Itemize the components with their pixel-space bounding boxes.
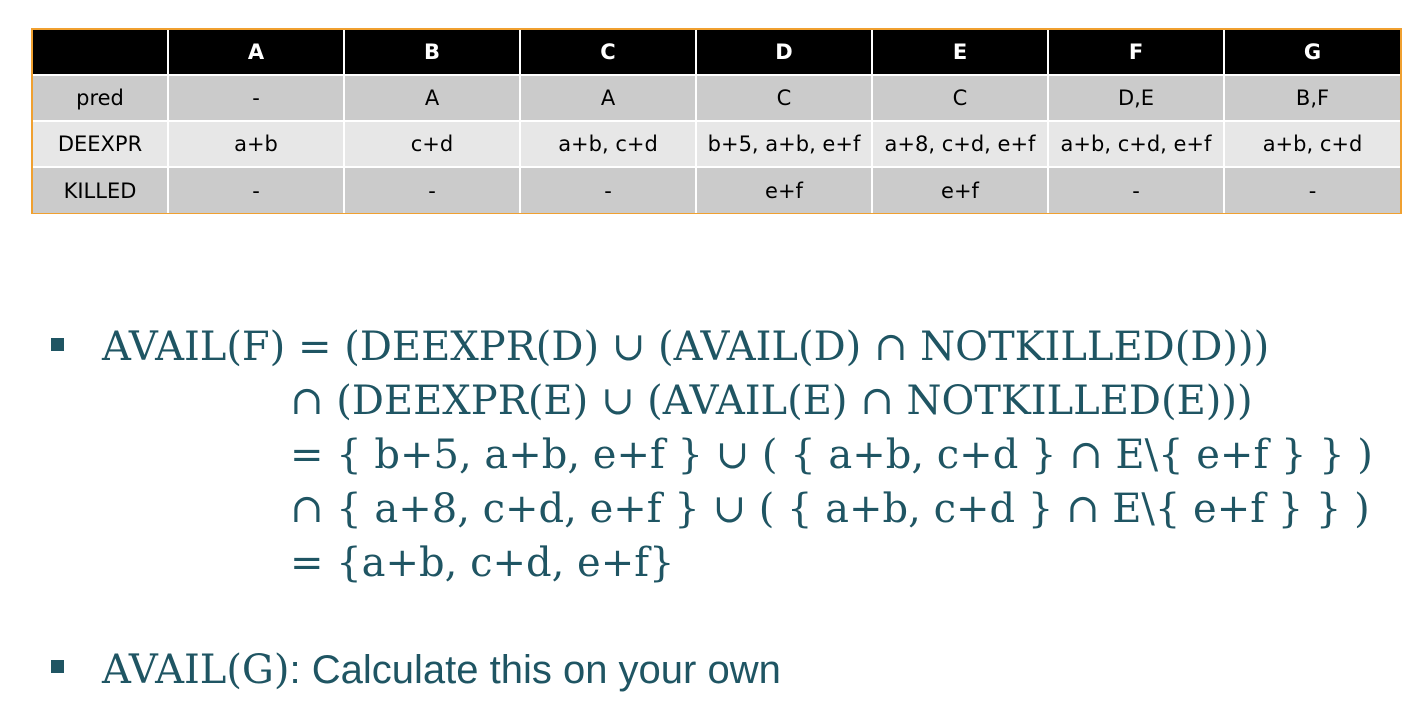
formula-line: ∩ { a+8, c+d, e+f } ∪ ( { a+b, c+d } ∩ E… — [290, 486, 1370, 532]
formula-line: = { b+5, a+b, e+f } ∪ ( { a+b, c+d } ∩ E… — [290, 432, 1373, 478]
table-cell: a+b, c+d — [519, 120, 696, 167]
table-header-cell: E — [871, 30, 1048, 75]
formula-line: AVAIL(F) = (DEEXPR(D) ∪ (AVAIL(D) ∩ NOTK… — [102, 324, 1270, 370]
second-bullet-math: AVAIL(G) — [102, 647, 290, 693]
table-cell: b+5, a+b, e+f — [695, 120, 872, 167]
table-header-cell: F — [1047, 30, 1224, 75]
table-cell: a+b, c+d — [1223, 120, 1400, 167]
table-cell: - — [519, 166, 696, 213]
table-cell: B,F — [1223, 74, 1400, 121]
table-header-cell: C — [519, 30, 696, 75]
table-cell: C — [871, 74, 1048, 121]
data-table-container: A B C D E F G pred - A A C C D,E B,F DEE… — [31, 28, 1402, 214]
table-cell: - — [167, 166, 344, 213]
table-cell: a+b, c+d, e+f — [1047, 120, 1224, 167]
table-cell: - — [1047, 166, 1224, 213]
table-row: KILLED - - - e+f e+f - - — [33, 166, 1400, 213]
table-cell: a+b — [167, 120, 344, 167]
table-cell: A — [343, 74, 520, 121]
bullet-marker — [51, 660, 64, 673]
table-cell: C — [695, 74, 872, 121]
table-cell: e+f — [871, 166, 1048, 213]
table-row-label: KILLED — [33, 166, 168, 213]
formula-line: ∩ (DEEXPR(E) ∪ (AVAIL(E) ∩ NOTKILLED(E))… — [290, 378, 1253, 424]
table-cell: - — [343, 166, 520, 213]
table-row-label: DEEXPR — [33, 120, 168, 167]
table-cell: e+f — [695, 166, 872, 213]
table-header-cell: B — [343, 30, 520, 75]
table-header-row: A B C D E F G — [33, 30, 1400, 75]
formula-line: = {a+b, c+d, e+f} — [290, 540, 675, 586]
second-bullet-text: AVAIL(G): Calculate this on your own — [102, 650, 781, 690]
table-row: DEEXPR a+b c+d a+b, c+d b+5, a+b, e+f a+… — [33, 120, 1400, 167]
table-cell: c+d — [343, 120, 520, 167]
table-header-cell: D — [695, 30, 872, 75]
table-cell: D,E — [1047, 74, 1224, 121]
table-row: pred - A A C C D,E B,F — [33, 74, 1400, 121]
second-bullet-plain: : Calculate this on your own — [289, 648, 781, 692]
data-table: A B C D E F G pred - A A C C D,E B,F DEE… — [33, 30, 1400, 213]
table-row-label: pred — [33, 74, 168, 121]
table-cell: A — [519, 74, 696, 121]
table-cell: - — [167, 74, 344, 121]
table-header-cell: A — [167, 30, 344, 75]
table-cell: a+8, c+d, e+f — [871, 120, 1048, 167]
table-cell: - — [1223, 166, 1400, 213]
bullet-marker — [51, 338, 64, 351]
table-header-cell — [33, 30, 168, 75]
table-header-cell: G — [1223, 30, 1400, 75]
